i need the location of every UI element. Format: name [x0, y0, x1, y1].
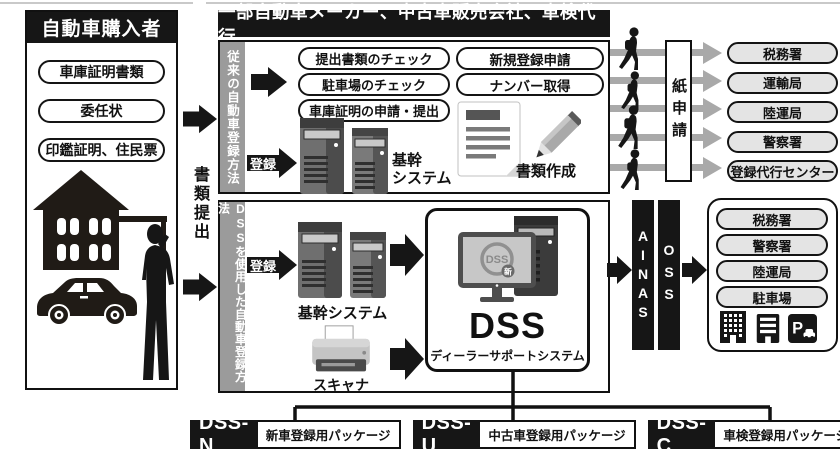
paper-flow-line: [610, 164, 703, 171]
document-icon: [457, 101, 581, 177]
package-label: 車検登録用パッケージ: [715, 420, 840, 449]
check-pill: 車庫証明の申請・提出: [298, 99, 450, 122]
servers-to-dss-arrow: [390, 234, 424, 276]
package-bracket: [293, 371, 772, 420]
dss-section: DSSを使用した自動車登録方法 登録 基幹システム: [217, 200, 610, 393]
paper-flow-arrowhead: [703, 157, 722, 179]
destination-pill: 運輸局: [727, 71, 838, 94]
traditional-in-arrow: [248, 67, 290, 97]
doc-creation-label: 書類作成: [516, 163, 577, 180]
document-pill: 委任状: [38, 99, 165, 123]
destination-pill: 陸運局: [716, 260, 828, 282]
oss-bar: OSS: [658, 200, 680, 350]
package-code: DSS-U: [412, 412, 481, 456]
package-label: 新車登録用パッケージ: [257, 420, 401, 449]
oss-label: OSS: [661, 242, 677, 308]
building-icon: [720, 311, 746, 343]
paper-flow-line: [610, 77, 703, 84]
application-pill: 新規登録申請: [456, 47, 604, 70]
parking-icon: P: [788, 314, 817, 343]
walking-person-icon: [620, 149, 640, 191]
destination-pill: 登録代行センター: [727, 160, 838, 182]
paper-flow-line: [610, 105, 703, 112]
dss-side-bar: DSSを使用した自動車登録方法: [217, 202, 248, 391]
ainas-bar: AINAS: [632, 200, 654, 350]
oss-destination-box: 税務署警察署陸運局駐車場 P: [707, 198, 838, 352]
walking-person-icon: [621, 71, 639, 111]
register-arrow-2: 登録: [247, 250, 297, 285]
scanner-to-dss-arrow: [390, 338, 424, 380]
dss-side-label: DSSを使用した自動車登録方法: [216, 202, 248, 383]
scanner-label: スキャナ: [313, 377, 369, 393]
top-rule-right: [206, 2, 840, 4]
check-pill: 駐車場のチェック: [298, 73, 450, 96]
register-label-1: 登録: [249, 156, 276, 172]
document-pill: 車庫証明書類: [38, 60, 165, 84]
package-dss-n: DSS-N 新車登録用パッケージ: [190, 412, 401, 456]
traditional-side-bar: 従来の自動車登録方法: [220, 42, 245, 192]
to-destinations-arrow: [682, 256, 707, 284]
destination-pill: 陸運局: [727, 101, 838, 123]
traditional-section: 従来の自動車登録方法 提出書類のチェック駐車場のチェック車庫証明の申請・提出 新…: [218, 40, 610, 194]
to-ainas-arrow: [607, 256, 632, 284]
traditional-side-label: 従来の自動車登録方法: [225, 49, 239, 185]
check-pill: 提出書類のチェック: [298, 47, 450, 70]
dss-box: DSS 新 DSS ディーラーサポートシステム: [425, 208, 590, 372]
package-code: DSS-N: [190, 412, 258, 456]
top-rule-left: [0, 2, 193, 4]
ainas-label: AINAS: [635, 227, 651, 323]
scanner-icon: [312, 325, 370, 372]
core-system-label-2: 基幹システム: [297, 305, 388, 322]
traditional-applications: 新規登録申請ナンバー取得: [456, 47, 604, 96]
paper-flow-line: [610, 134, 703, 141]
server-icon: [298, 222, 386, 298]
dss-name: DSS: [468, 305, 547, 346]
destination-pill: 税務署: [716, 208, 828, 230]
buyer-title: 自動車購入者: [27, 12, 176, 43]
document-pill: 印鑑証明、住民票: [38, 138, 165, 162]
svg-text:P: P: [792, 319, 803, 337]
paper-flow-line: [610, 49, 703, 56]
core-system-line2: システム: [392, 170, 452, 187]
packages-row: DSS-N 新車登録用パッケージ DSS-U 中古車登録用パッケージ DSS-C…: [190, 412, 840, 456]
package-code: DSS-C: [647, 412, 716, 456]
submit-arrow-bottom: [183, 271, 217, 303]
destination-pill: 税務署: [727, 42, 838, 64]
paper-flow-arrowhead: [703, 70, 722, 92]
person-icon: [142, 224, 174, 380]
paper-flow-arrowhead: [703, 42, 722, 64]
paper-flow-arrowhead: [703, 127, 722, 149]
submit-arrow-top: [183, 103, 217, 135]
register-arrow-1: 登録: [247, 148, 297, 183]
core-system-line1: 基幹: [392, 152, 423, 169]
package-dss-u: DSS-U 中古車登録用パッケージ: [412, 412, 636, 456]
server-icon: [300, 118, 388, 194]
submit-label: 書類提出: [191, 166, 208, 242]
pencil-icon: [536, 111, 581, 158]
walking-person-icon: [619, 27, 639, 70]
monitor-icon: DSS 新: [458, 216, 558, 302]
paper-destinations: 税務署運輸局陸運局警察署登録代行センター: [727, 42, 838, 182]
application-pill: ナンバー取得: [456, 73, 604, 96]
walking-person-icon: [618, 105, 639, 149]
dss-logo-text: DSS: [486, 254, 509, 266]
dss-logo-badge: 新: [504, 267, 512, 277]
package-label: 中古車登録用パッケージ: [480, 420, 636, 449]
traditional-checks: 提出書類のチェック駐車場のチェック車庫証明の申請・提出: [298, 47, 450, 122]
maker-title: 一部自動車メーカー、中古車販売会社、車検代行: [218, 2, 610, 47]
office-icon: [756, 313, 780, 343]
buyer-documents: 車庫証明書類委任状印鑑証明、住民票: [38, 60, 165, 162]
destination-pill: 警察署: [727, 130, 838, 153]
package-dss-c: DSS-C 車検登録用パッケージ: [647, 412, 840, 456]
car-icon: [37, 278, 137, 326]
paper-application-label: 紙申請: [670, 78, 687, 144]
register-label-2: 登録: [249, 258, 276, 274]
dss-subtitle: ディーラーサポートシステム: [430, 349, 585, 363]
paper-flow-arrowhead: [703, 98, 722, 120]
destination-pill: 警察署: [716, 234, 828, 256]
oss-destinations: 税務署警察署陸運局駐車場: [716, 208, 828, 308]
destination-pill: 駐車場: [716, 286, 828, 308]
paper-application-box: 紙申請: [665, 40, 692, 182]
buyer-box: 自動車購入者 車庫証明書類委任状印鑑証明、住民票: [25, 10, 178, 390]
